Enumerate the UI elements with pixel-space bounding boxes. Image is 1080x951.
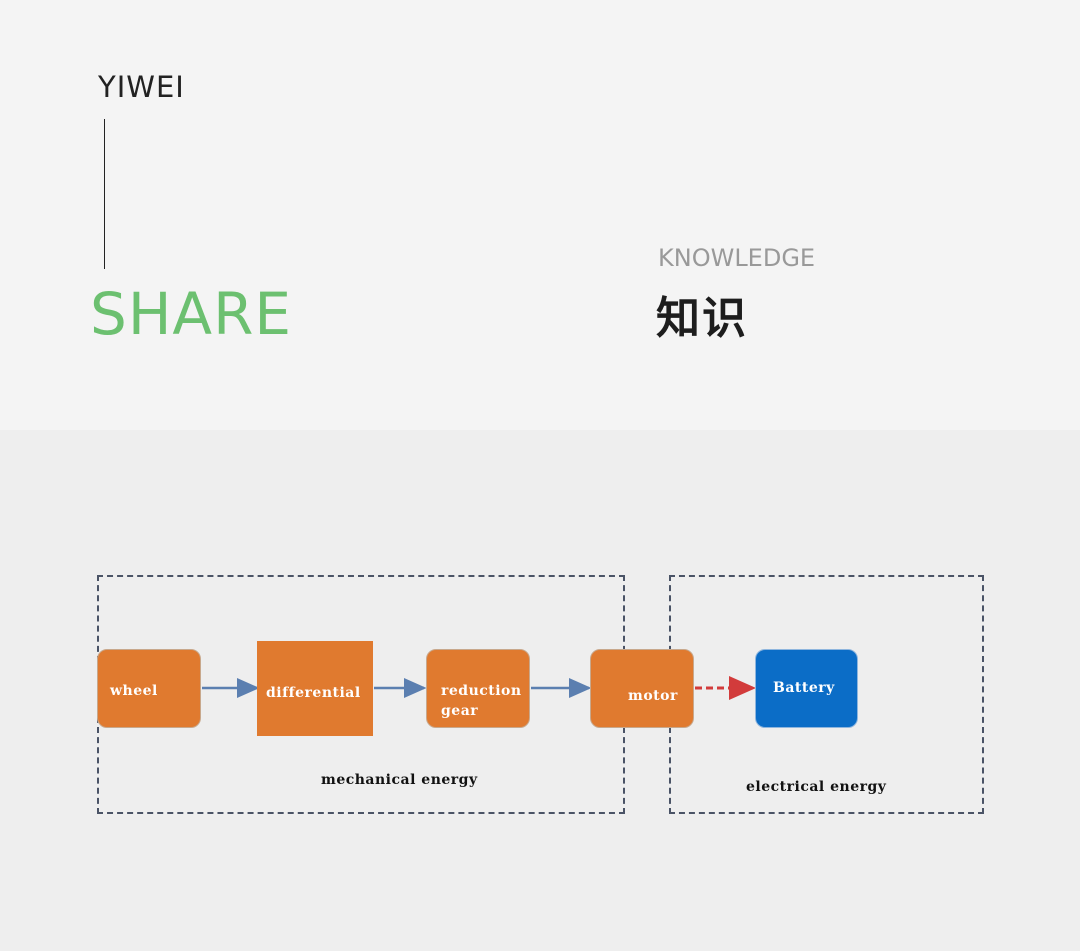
battery-node: Battery bbox=[755, 649, 858, 728]
header-section: YIWEI SHARE KNOWLEDGE 知识 bbox=[0, 0, 1080, 430]
reduction-label: reduction bbox=[441, 683, 522, 699]
gear-label: gear bbox=[441, 703, 479, 719]
vertical-divider bbox=[104, 119, 105, 269]
mechanical-energy-label: mechanical energy bbox=[321, 772, 478, 788]
motor-node: motor bbox=[590, 649, 694, 728]
battery-label: Battery bbox=[773, 680, 835, 696]
electrical-energy-label: electrical energy bbox=[746, 779, 887, 795]
wheel-label: wheel bbox=[110, 683, 158, 699]
flow-arrows bbox=[202, 676, 756, 700]
reduction-gear-node: reduction gear bbox=[426, 649, 530, 728]
differential-node: differential bbox=[257, 641, 373, 736]
knowledge-label: KNOWLEDGE bbox=[658, 244, 816, 272]
knowledge-chinese-title: 知识 bbox=[656, 293, 748, 344]
wheel-node: wheel bbox=[97, 649, 201, 728]
share-title: SHARE bbox=[90, 280, 293, 348]
motor-label: motor bbox=[628, 688, 678, 704]
energy-flow-diagram: wheel differential reduction gear motor … bbox=[0, 430, 1080, 951]
differential-label: differential bbox=[266, 685, 361, 701]
brand-text: YIWEI bbox=[98, 70, 185, 104]
